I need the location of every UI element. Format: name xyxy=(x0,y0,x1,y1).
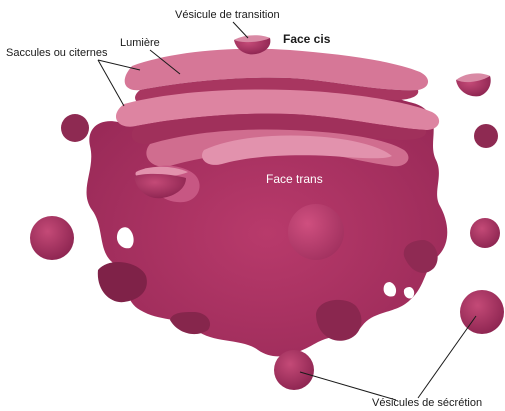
leader-saccules-a xyxy=(98,60,140,70)
golgi-lower-lobe xyxy=(170,312,210,334)
secretion-vesicle xyxy=(460,290,504,334)
transition-vesicle-label: Vésicule de transition xyxy=(175,9,280,21)
leader-secretion-a xyxy=(300,372,396,400)
secretion-vesicle xyxy=(470,218,500,248)
lumen-label: Lumière xyxy=(120,37,160,49)
budding-vesicle xyxy=(474,124,498,148)
leader-secretion-b xyxy=(418,316,476,398)
leader-transition-vesicle xyxy=(233,22,248,38)
trans-face-label: Face trans xyxy=(266,172,323,186)
secretion-vesicle xyxy=(30,216,74,260)
leader-saccules-b xyxy=(98,60,124,106)
secretion-vesicle xyxy=(274,350,314,390)
cis-face-label: Face cis xyxy=(283,32,331,46)
central-vesicle xyxy=(288,204,344,260)
saccules-label: Saccules ou citernes xyxy=(6,47,108,59)
secretion-vesicles-label: Vésicules de sécrétion xyxy=(372,397,482,409)
budding-vesicle xyxy=(61,114,89,142)
